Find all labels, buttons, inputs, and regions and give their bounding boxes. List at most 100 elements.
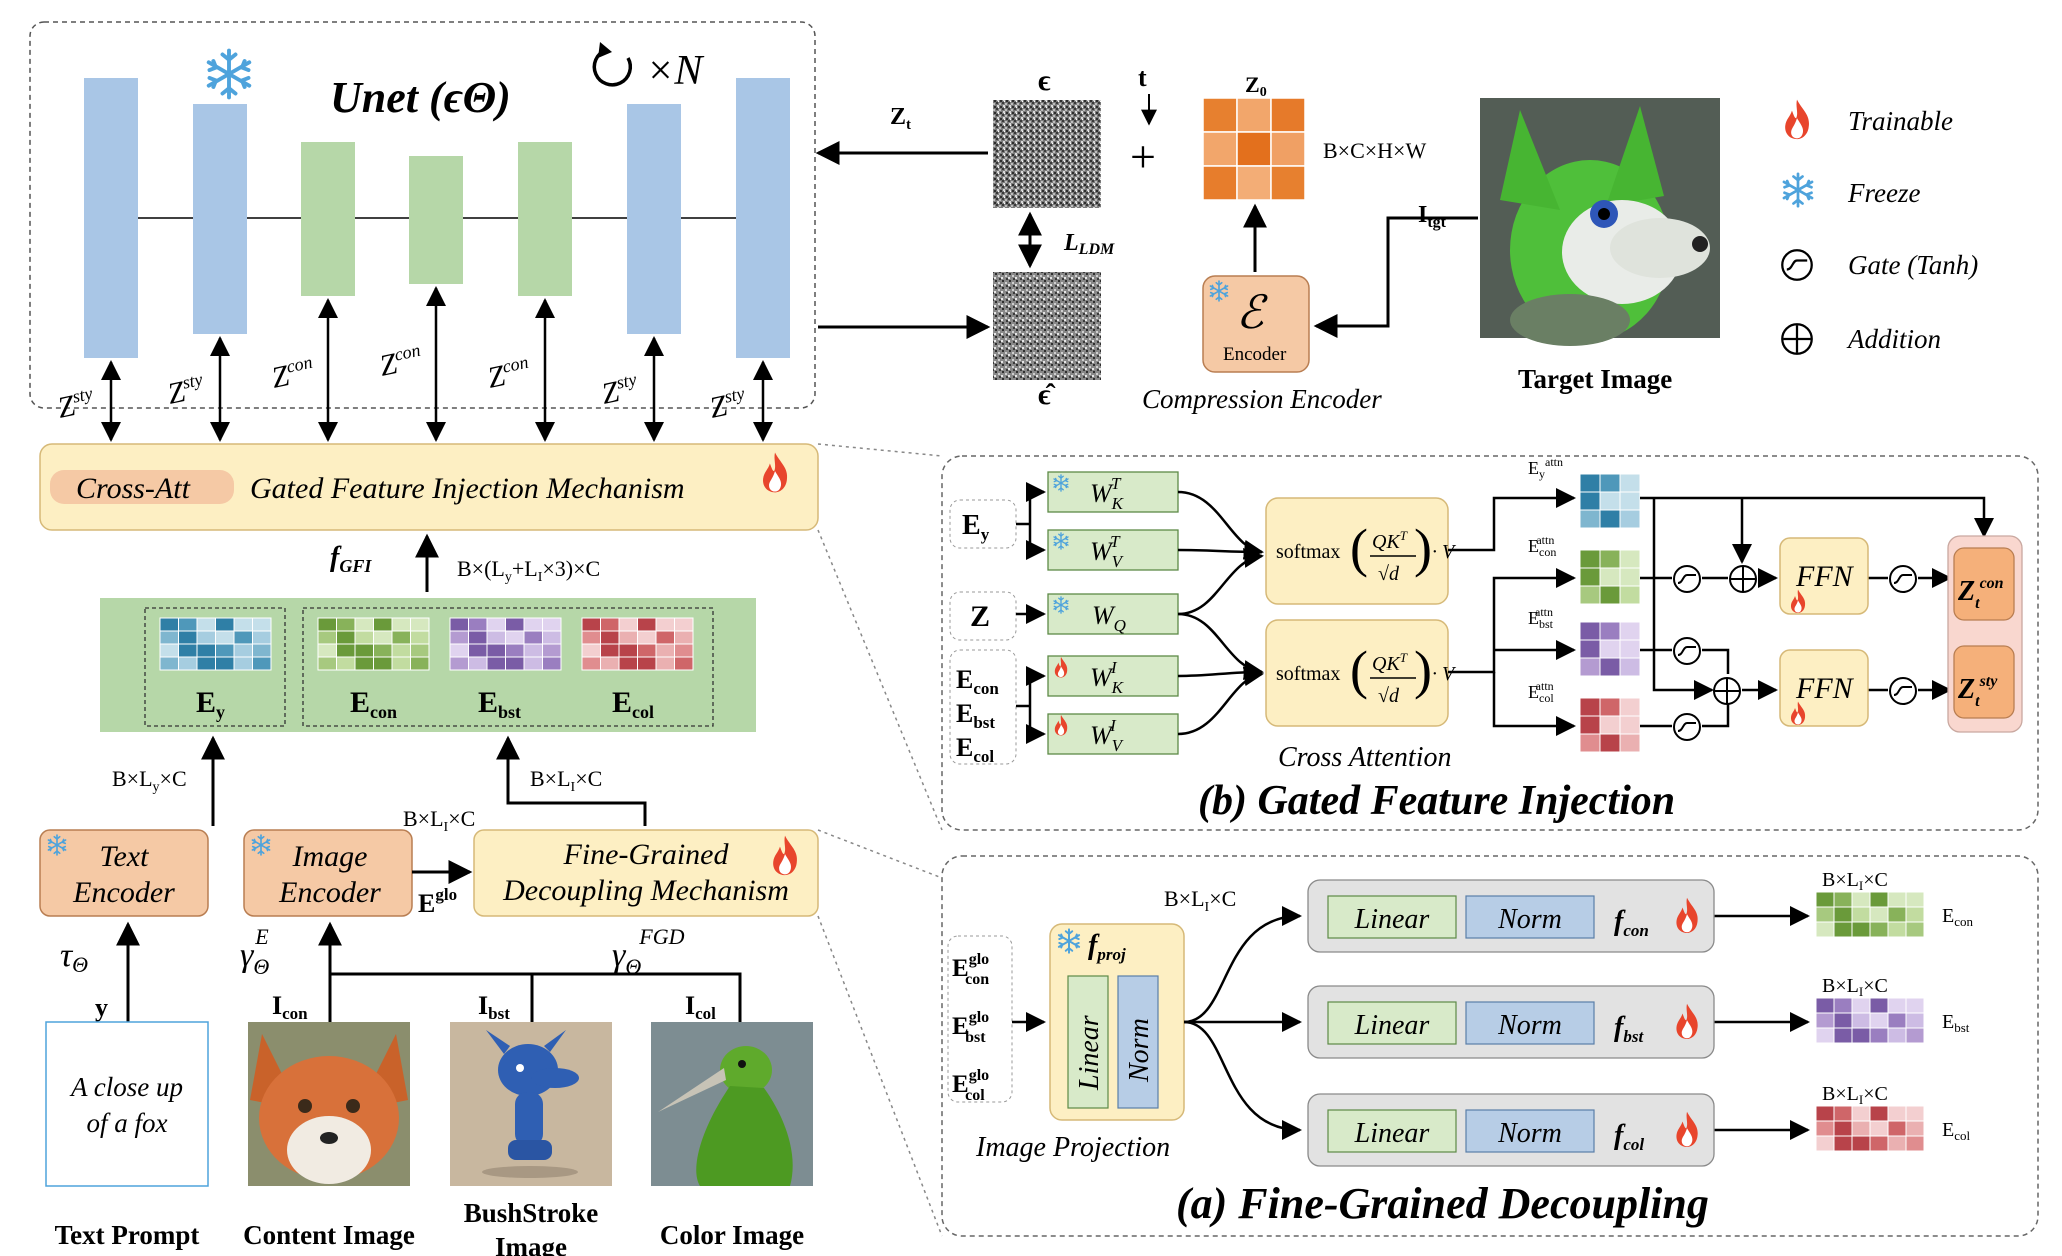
bushstroke-image <box>450 1022 612 1186</box>
unet-block-5 <box>518 142 572 296</box>
svg-text:· V: · V <box>1432 541 1457 563</box>
fgd-line1: Fine-Grained <box>563 838 730 871</box>
eps-hat-label: ϵ̂ <box>1038 378 1056 411</box>
ibst-label: Ibst <box>478 991 510 1023</box>
text-encoder-line2: Encoder <box>72 876 175 909</box>
pa-out-shape-1: B×LI×C <box>1822 869 1888 893</box>
pb-wv: WVT <box>1090 532 1125 571</box>
prompt-line1: A close up <box>69 1072 183 1102</box>
proj-norm: Norm <box>1124 1018 1155 1083</box>
icol-label: Icol <box>685 991 716 1023</box>
encoder-caption: Compression Encoder <box>1142 384 1382 414</box>
flame-icon <box>1785 99 1809 140</box>
fgfi-label: fGFI <box>330 542 372 576</box>
pa-norm-3: Norm <box>1497 1118 1562 1149</box>
unet-title: Unet (ϵΘ) <box>330 73 511 122</box>
ffn-2: FFN <box>1795 672 1855 705</box>
legend-addition: Addition <box>1846 324 1941 354</box>
fgd-line2: Decoupling Mechanism <box>502 874 789 907</box>
pb-ebst-attn: Ebstattn <box>1528 605 1554 631</box>
pb-wvi: WVI <box>1090 716 1125 755</box>
unet-block-2 <box>193 104 247 334</box>
panel-a-title: (a) Fine-Grained Decoupling <box>1176 1179 1709 1228</box>
zt-con-box <box>1953 547 2015 621</box>
pb-econ: Econ <box>956 665 999 698</box>
pb-ebst: Ebst <box>956 699 995 732</box>
encoder-symbol: ℰ <box>1236 287 1268 338</box>
fcol-label: fcol <box>1614 1120 1644 1154</box>
y-label: y <box>95 993 108 1022</box>
t-label: t <box>1138 63 1147 92</box>
pb-ecol: Ecol <box>956 733 994 766</box>
grid-ey <box>159 617 272 671</box>
svg-text:√d: √d <box>1378 563 1400 585</box>
encoder-label: Encoder <box>1223 344 1287 365</box>
pa-linear-2: Linear <box>1354 1010 1430 1041</box>
gfi-title: Gated Feature Injection Mechanism <box>250 472 685 505</box>
text-prompt-box <box>45 1021 209 1187</box>
unet-block-7 <box>736 78 790 358</box>
unet-repeat: ×N <box>646 48 704 94</box>
shape-li2: B×LI×C <box>403 806 475 835</box>
compression-encoder <box>1202 275 1310 373</box>
svg-text:· V: · V <box>1432 663 1457 685</box>
econ-label: Econ <box>350 686 397 722</box>
snowflake-icon <box>1782 172 1814 208</box>
svg-text:(: ( <box>1350 640 1368 700</box>
pb-z: Z <box>970 600 990 633</box>
noise-eps <box>993 100 1101 208</box>
unet-block-6 <box>627 104 681 334</box>
legend-trainable: Trainable <box>1848 106 1953 136</box>
panel-b-title: (b) Gated Feature Injection <box>1198 778 1675 824</box>
shape-li: B×LI×C <box>530 766 602 795</box>
content-image <box>248 1022 410 1186</box>
pa-linear-1: Linear <box>1354 904 1430 935</box>
z0-label: Z0 <box>1245 72 1267 100</box>
image-encoder-line2: Encoder <box>278 876 381 909</box>
panel-gated-feature-injection <box>941 455 2039 831</box>
grid-ebst <box>449 617 562 671</box>
ebst-label: Ebst <box>478 686 521 722</box>
ffn-1: FFN <box>1795 560 1855 593</box>
z-label-1: Zsty <box>54 383 97 425</box>
z0-shape: B×C×H×W <box>1323 138 1426 163</box>
fproj-label: fproj <box>1088 930 1126 964</box>
target-caption: Target Image <box>1518 364 1672 394</box>
addition-icon <box>1781 323 1813 355</box>
zt-label: Zt <box>890 104 911 133</box>
fbst-label: fbst <box>1614 1012 1644 1046</box>
grid-econ <box>317 617 430 671</box>
loop-icon <box>592 48 633 87</box>
grid-ecol <box>581 617 694 671</box>
caption-bushstroke: BushStroke <box>464 1198 599 1228</box>
tau-label: τΘ <box>60 937 88 977</box>
fcon-label: fcon <box>1614 906 1649 940</box>
pb-wq: WQ <box>1092 601 1126 635</box>
pa-out-shape-2: B×LI×C <box>1822 975 1888 999</box>
eglo-label: Eglo <box>418 885 457 918</box>
text-encoder-line1: Text <box>100 840 150 873</box>
pb-wk: WKT <box>1090 474 1125 513</box>
unet-block-4 <box>409 156 463 284</box>
legend-freeze: Freeze <box>1847 178 1920 208</box>
cross-attention-label: Cross Attention <box>1278 742 1451 773</box>
cross-att-label: Cross-Att <box>76 472 191 505</box>
pa-shape: B×LI×C <box>1164 886 1236 915</box>
gamma-fgd-label: γΘFGD <box>612 924 685 979</box>
ecol-label: Ecol <box>612 686 654 722</box>
pa-linear-3: Linear <box>1354 1118 1430 1149</box>
color-image <box>651 1022 813 1186</box>
eps-label: ϵ <box>1038 64 1051 97</box>
fgd-mechanism <box>473 829 819 917</box>
z0-grid <box>1202 97 1306 201</box>
gfi-mechanism <box>39 443 819 531</box>
pa-row-con: Linear Norm fcon <box>1307 879 1715 953</box>
softmax-2: softmax <box>1276 663 1340 685</box>
gamma-e-label: γΘE <box>240 924 269 979</box>
cross-att-pill <box>50 470 234 504</box>
